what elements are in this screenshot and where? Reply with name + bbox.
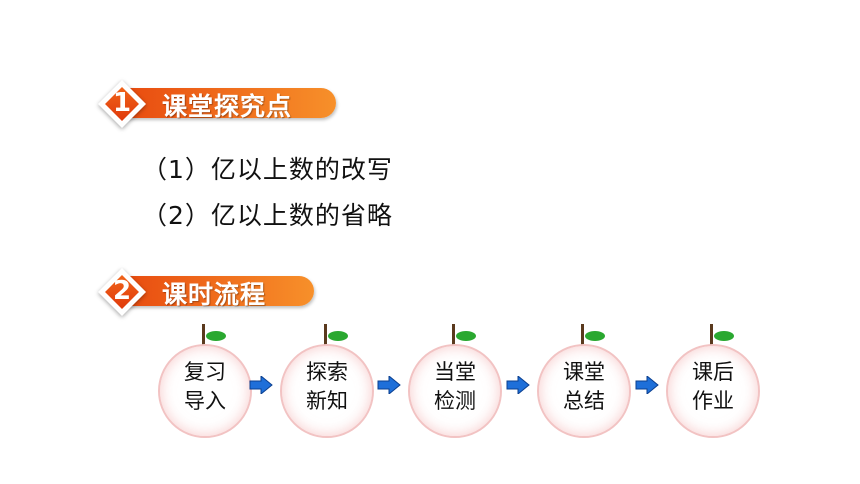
section-number: 1 — [112, 88, 132, 118]
flow-step-2: 探索新知 — [280, 324, 374, 438]
section-number: 2 — [112, 276, 132, 306]
right-arrow-icon — [506, 376, 530, 394]
flow-step-circle — [537, 344, 631, 438]
flow-step-3: 当堂检测 — [408, 324, 502, 438]
leaf-icon — [714, 331, 734, 341]
fruit-stem-icon — [581, 324, 584, 346]
fruit-stem-icon — [202, 324, 205, 346]
flow-step-label: 课堂总结 — [563, 360, 605, 413]
fruit-stem-icon — [452, 324, 455, 346]
flow-step-circle — [158, 344, 252, 438]
point-item-1: （1）亿以上数的改写 — [142, 155, 393, 184]
flow-step-1: 复习导入 — [158, 324, 252, 438]
flow-step-4: 课堂总结 — [537, 324, 631, 438]
diamond-number-icon: 1 — [97, 79, 147, 129]
leaf-icon — [585, 331, 605, 341]
section-header-1: 1 课堂探究点 — [96, 79, 346, 129]
flow-step-circle — [408, 344, 502, 438]
leaf-icon — [328, 331, 348, 341]
point-item-2: （2）亿以上数的省略 — [142, 201, 393, 230]
section-title: 课堂探究点 — [162, 92, 293, 121]
section-title-bar — [118, 88, 336, 118]
flow-step-label: 当堂检测 — [434, 360, 476, 413]
flow-step-5: 课后作业 — [666, 324, 760, 438]
flow-step-circle — [666, 344, 760, 438]
right-arrow-icon — [377, 376, 401, 394]
section-title-bar — [118, 276, 314, 306]
section-title: 课时流程 — [162, 280, 267, 309]
fruit-stem-icon — [324, 324, 327, 346]
leaf-icon — [456, 331, 476, 341]
flow-step-label: 课后作业 — [692, 360, 734, 413]
flow-step-label: 探索新知 — [306, 360, 348, 413]
leaf-icon — [206, 331, 226, 341]
right-arrow-icon — [635, 376, 659, 394]
fruit-stem-icon — [710, 324, 713, 346]
flow-step-label: 复习导入 — [184, 360, 226, 413]
section-header-2: 2 课时流程 — [96, 267, 326, 317]
flow-step-circle — [280, 344, 374, 438]
diamond-number-icon: 2 — [97, 267, 147, 317]
right-arrow-icon — [249, 376, 273, 394]
